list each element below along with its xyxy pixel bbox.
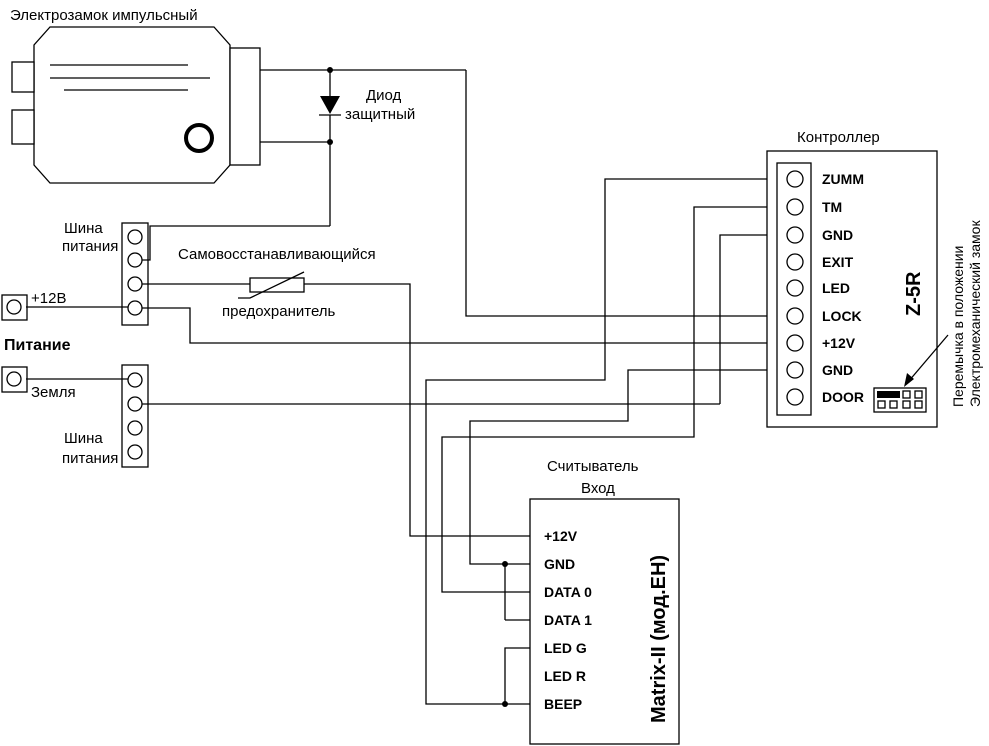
controller-terminal-lock: LOCK xyxy=(822,308,862,324)
fuse-label-bottom: предохранитель xyxy=(222,303,336,320)
controller-terminal-gnd-2: GND xyxy=(822,362,853,378)
electric-lock: Электрозамок импульсный xyxy=(10,7,261,184)
reader-terminal-data1: DATA 1 xyxy=(544,612,592,628)
lock-left-tab-top xyxy=(11,61,35,93)
fuse-label-top: Самовосстанавливающийся xyxy=(178,246,376,263)
reader-terminal-beep: BEEP xyxy=(544,696,582,712)
power-input: +12В Питание Земля xyxy=(1,290,76,401)
jumper-note-line2: Электромеханический замок xyxy=(967,220,983,407)
controller-terminal-tm: TM xyxy=(822,199,842,215)
wires xyxy=(26,70,787,707)
controller-terminal-door: DOOR xyxy=(822,389,864,405)
diode-icon xyxy=(320,96,340,114)
reader-terminal-data0: DATA 0 xyxy=(544,584,592,600)
power-bus-bottom-label-line1: Шина xyxy=(64,430,103,447)
controller-z5r: Контроллер ZUMM TM GND EXIT LED LOCK +12… xyxy=(766,129,983,428)
reader-body xyxy=(529,498,680,745)
reader-title-line2: Вход xyxy=(581,480,615,497)
jumper-cap xyxy=(877,391,900,398)
reader-model: Matrix-II (мод.EH) xyxy=(648,555,670,723)
power-bus-top-label-line1: Шина xyxy=(64,220,103,237)
protection-diode: Диод защитный xyxy=(260,67,466,226)
lock-body xyxy=(33,26,231,184)
controller-terminal-12v: +12V xyxy=(822,335,856,351)
controller-model: Z-5R xyxy=(903,271,925,316)
reader-terminal-led-g: LED G xyxy=(544,640,587,656)
lock-end-cap xyxy=(229,47,261,166)
jumper-note-line1: Перемычка в положении xyxy=(950,246,966,407)
diode-label-line2: защитный xyxy=(345,106,415,123)
power-bus-top-label-line2: питания xyxy=(62,238,118,255)
jumper-arrow-icon xyxy=(904,373,914,387)
reader-matrix: Считыватель Вход +12V GND DATA 0 DATA 1 … xyxy=(529,458,680,745)
reader-title-line1: Считыватель xyxy=(547,458,639,475)
power-bus-bottom-label-line2: питания xyxy=(62,450,118,467)
controller-terminal-exit: EXIT xyxy=(822,254,854,270)
lock-left-tab-bottom xyxy=(11,109,35,145)
controller-title: Контроллер xyxy=(797,129,880,146)
reader-terminal-gnd: GND xyxy=(544,556,575,572)
plus12-label: +12В xyxy=(31,290,66,307)
ground-label: Земля xyxy=(31,384,76,401)
reader-terminal-12v: +12V xyxy=(544,528,578,544)
diode-label-line1: Диод xyxy=(366,87,402,104)
power-bus-top: Шина питания xyxy=(62,220,149,326)
power-title: Питание xyxy=(4,337,71,354)
controller-terminal-led: LED xyxy=(822,280,850,296)
power-bus-bottom: Шина питания xyxy=(62,364,149,468)
controller-terminal-zumm: ZUMM xyxy=(822,171,864,187)
lock-title: Электрозамок импульсный xyxy=(10,7,198,24)
resettable-fuse: Самовосстанавливающийся предохранитель xyxy=(178,246,376,320)
reader-terminal-led-r: LED R xyxy=(544,668,586,684)
lock-keyhole-icon xyxy=(184,123,214,153)
controller-terminal-gnd: GND xyxy=(822,227,853,243)
